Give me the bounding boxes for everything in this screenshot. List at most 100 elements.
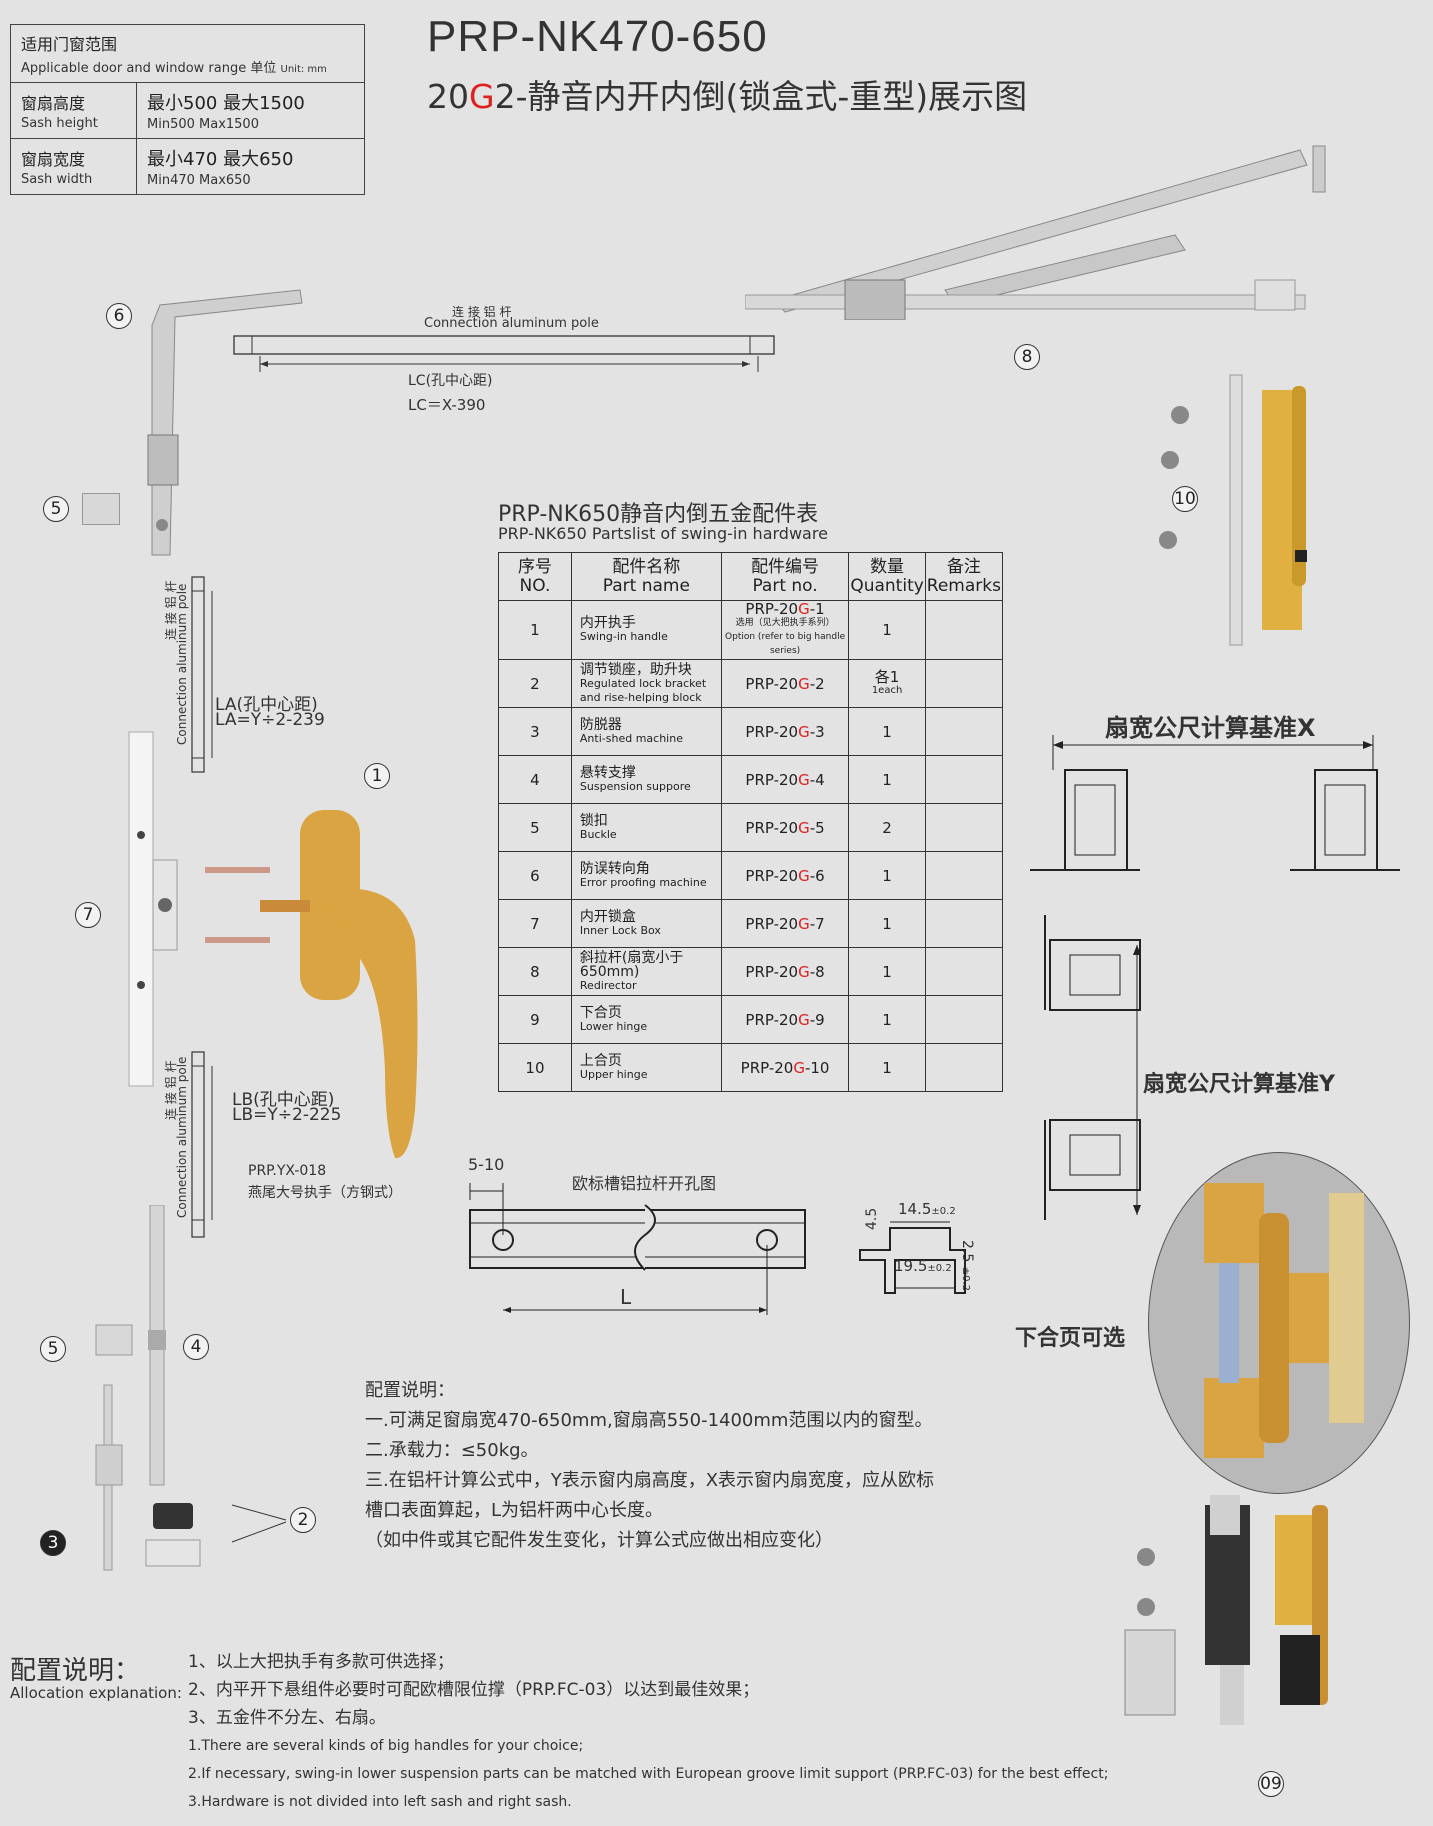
pn-a: PRP-20 — [745, 674, 799, 693]
callout-5-top: 5 — [43, 496, 69, 522]
cell-name: 斜拉杆(扇宽小于650mm)Redirector — [570, 947, 722, 996]
cell-part-no: PRP-20G-9 — [720, 995, 850, 1044]
dim-value: 19.5 — [894, 1257, 928, 1275]
groove-section-drawing — [859, 1221, 966, 1294]
cell-qty: 1 — [848, 995, 926, 1044]
cell-no: 6 — [498, 851, 572, 900]
redirector-drawing — [745, 145, 1326, 320]
header-zh: 配件名称 — [612, 556, 681, 577]
cell-qty: 1 — [848, 899, 926, 948]
base-x-profile-drawing — [1030, 735, 1400, 871]
allocation-list: 1、以上大把执手有多款可供选择； 2、内平开下悬组件必要时可配欧槽限位撑（PRP… — [188, 1648, 1108, 1816]
range-table: 适用门窗范围 Applicable door and window range … — [10, 24, 365, 195]
lb-label: LB(孔中心距) — [232, 1090, 335, 1110]
callout-10: 10 — [1172, 486, 1198, 512]
cell-qty: 1 — [848, 1043, 926, 1092]
callout-4: 4 — [183, 1334, 209, 1360]
range-header: 适用门窗范围 Applicable door and window range … — [10, 24, 365, 83]
base-y-label: 扇宽公尺计算基准Y — [1143, 1072, 1335, 1097]
part-name-zh: 内开执手 — [579, 615, 636, 631]
cell-part-no: PRP-20G-7 — [720, 899, 850, 948]
subtitle-rest: 2-静音内开内倒(锁盒式-重型)展示图 — [494, 77, 1028, 116]
cell-remarks — [924, 899, 1004, 948]
header-en: Remarks — [926, 575, 1001, 596]
dim-tolerance: ±0.2 — [927, 1263, 952, 1274]
lc-label: LC(孔中心距) — [408, 373, 493, 389]
header-en: Part name — [602, 575, 690, 596]
part-name-zh: 调节锁座，助升块 — [579, 661, 692, 678]
handle-code: PRP.YX-018 — [248, 1163, 327, 1179]
notes-line-4: 槽口表面算起，L为铝杆两中心长度。 — [365, 1500, 664, 1521]
lower-hinge-photo — [1148, 1152, 1410, 1494]
handle-drawing — [205, 810, 418, 1159]
cell-remarks — [924, 659, 1004, 708]
pn-c: -10 — [804, 1058, 830, 1077]
pn-b: G — [798, 770, 810, 789]
cell-remarks — [924, 947, 1004, 996]
cell-remarks — [924, 803, 1004, 852]
lb-formula: LB=Y÷2-225 — [232, 1105, 342, 1125]
pn-c: -7 — [809, 914, 825, 933]
pn-b: G — [798, 600, 810, 618]
notes-line-2: 二.承载力：≤50kg。 — [365, 1440, 539, 1461]
base-x-label: 扇宽公尺计算基准X — [1105, 714, 1316, 742]
qty-value: 1 — [882, 914, 892, 933]
pn-b: G — [798, 866, 810, 885]
dim-14-5: 14.5±0.2 — [898, 1200, 956, 1218]
part-name-zh: 下合页 — [579, 1004, 622, 1021]
dim-l: L — [620, 1285, 632, 1309]
cell-part-no: PRP-20G-2 — [720, 659, 850, 708]
dim-value: 2.5 — [959, 1240, 975, 1263]
pn-c: -1 — [809, 600, 825, 618]
pn-b: G — [798, 914, 810, 933]
pn-c: -6 — [809, 866, 825, 885]
allocation-item-zh-2: 2、内平开下悬组件必要时可配欧槽限位撑（PRP.FC-03）以达到最佳效果； — [188, 1680, 760, 1700]
lower-parts-drawing — [95, 1205, 201, 1571]
base-y-dimension — [1133, 945, 1141, 1215]
allocation-title-zh: 配置说明： — [10, 1656, 141, 1686]
qty-value: 各1 — [874, 667, 900, 686]
page-subtitle: 20G2-静音内开内倒(锁盒式-重型)展示图 — [427, 70, 1027, 118]
allocation-item-en-3: 3.Hardware is not divided into left sash… — [188, 1794, 572, 1810]
header-en: Quantity — [850, 575, 924, 596]
pn-c: -5 — [809, 818, 825, 837]
cell-part-no: PRP-20G-4 — [720, 755, 850, 804]
notes-line-1: 一.可满足窗扇宽470-650mm,窗扇高550-1400mm范围以内的窗型。 — [365, 1410, 933, 1431]
value-en: Min500 Max1500 — [147, 117, 259, 132]
cell-no: 1 — [498, 600, 572, 660]
subtitle-red-letter: G — [469, 77, 495, 116]
pn-a: PRP-20 — [745, 962, 799, 981]
allocation-title-en: Allocation explanation: — [10, 1684, 182, 1702]
pole-label-en: Connection aluminum pole — [424, 316, 599, 331]
part-name-en: Upper hinge — [579, 1067, 648, 1081]
dim-5-10: 5-10 — [468, 1155, 505, 1174]
pole-label-zh: 连 接 铝 杆 — [452, 305, 512, 319]
value-zh: 最小470 最大650 — [147, 149, 294, 170]
value-zh: 最小500 最大1500 — [147, 93, 305, 114]
cell-part-no: PRP-20G-3 — [720, 707, 850, 756]
pn-c: -4 — [809, 770, 825, 789]
header-zh: 序号 — [517, 556, 552, 577]
pn-c: -9 — [809, 1010, 825, 1029]
cell-qty: 1 — [848, 755, 926, 804]
handle-name: 燕尾大号执手（方钢式） — [248, 1185, 402, 1201]
qty-value: 1 — [882, 770, 892, 789]
callout-2-leader — [231, 1504, 287, 1543]
base-y-profile-drawing — [1044, 915, 1141, 1220]
callout-2: 2 — [290, 1507, 316, 1533]
vertical-pole-lb — [191, 1051, 213, 1238]
pn-c: -8 — [809, 962, 825, 981]
pn-note-zh: 选用（见大把执手系列） — [735, 618, 835, 628]
lower-hinge-drawing — [1204, 1183, 1364, 1458]
page-title: PRP-NK470-650 — [427, 12, 768, 61]
cell-remarks — [924, 1043, 1004, 1092]
qty-value: 1 — [882, 722, 892, 741]
dim-tolerance: ±0.2 — [960, 1266, 971, 1292]
